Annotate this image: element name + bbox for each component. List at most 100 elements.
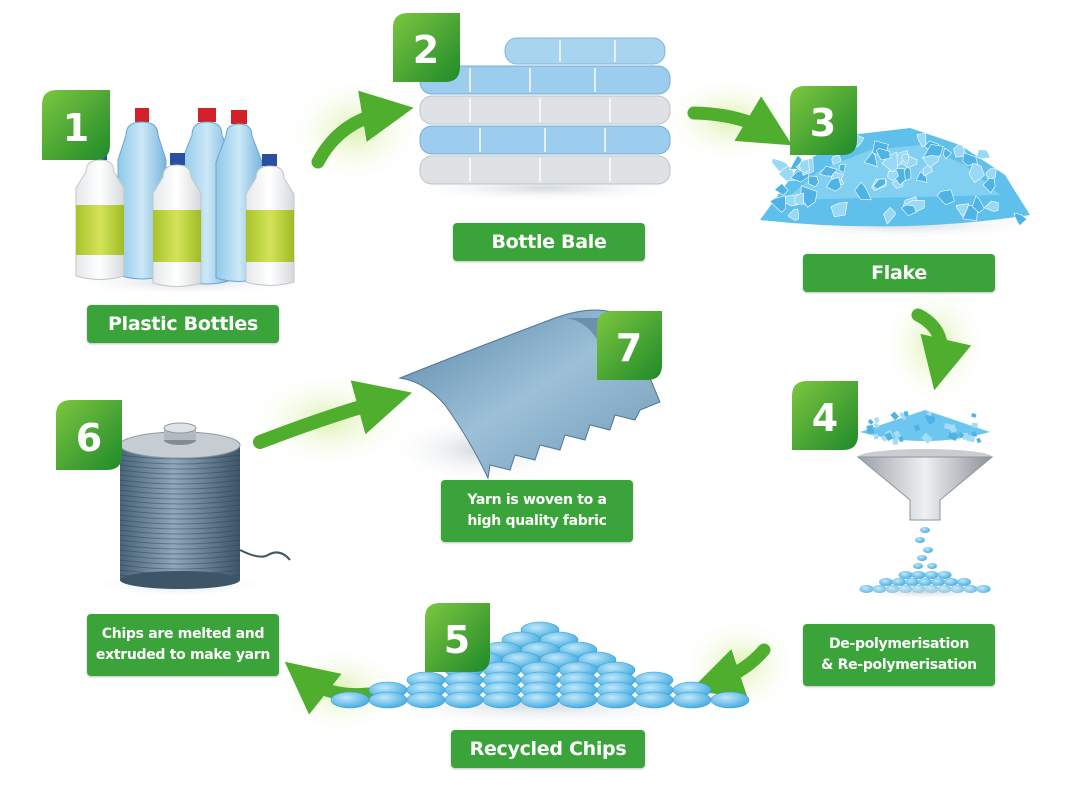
yarn-winding <box>119 554 241 560</box>
yarn-winding <box>119 499 241 505</box>
chip <box>923 547 933 553</box>
flake-shard <box>943 423 952 430</box>
flake-shard <box>936 189 955 206</box>
yarn-winding <box>119 469 241 475</box>
yarn-winding <box>119 539 241 545</box>
chip <box>596 691 636 709</box>
bottle-bale-illustration <box>395 37 695 202</box>
chip <box>406 691 446 709</box>
chip <box>917 555 927 561</box>
flake-shard <box>962 432 969 440</box>
chip <box>520 691 560 709</box>
yarn-winding <box>119 459 241 465</box>
yarn-winding <box>119 529 241 535</box>
flake-shard <box>787 208 800 222</box>
label-chips-melted: Chips are melted and extruded to make ya… <box>87 614 279 676</box>
flake-shard <box>800 185 818 208</box>
arrow-6-to-7 <box>253 380 413 449</box>
step-2-number: 2 <box>413 28 439 72</box>
chip <box>905 578 919 586</box>
flake-shard <box>771 157 790 173</box>
flake-shard <box>774 183 789 196</box>
step-4-leaf-icon: 4 <box>792 381 858 450</box>
flake-shard <box>976 437 982 444</box>
label-depolymerisation-line-1: De-polymerisation <box>828 636 970 652</box>
chip <box>558 691 598 709</box>
chip <box>911 571 926 579</box>
flake-shard <box>769 195 787 213</box>
chip <box>330 691 370 709</box>
flake-shard <box>854 181 872 201</box>
flake-shard <box>958 432 965 438</box>
label-plastic-bottles: Plastic Bottles <box>87 305 279 343</box>
plastic-bottles-illustration <box>60 108 310 296</box>
yarn-winding <box>119 484 241 490</box>
flake-shard <box>899 412 906 418</box>
yarn-winding <box>119 509 241 515</box>
flake-shard <box>955 203 970 218</box>
flake-shard <box>881 151 899 173</box>
flake-shard <box>983 200 999 212</box>
yarn-winding <box>119 464 241 470</box>
chip <box>927 563 937 569</box>
flake-shard <box>953 143 967 158</box>
flake-shard <box>825 176 842 192</box>
yarn-winding <box>119 559 241 565</box>
yarn-winding <box>119 479 241 485</box>
flake-shard <box>884 432 893 441</box>
chip <box>924 571 939 579</box>
label-yarn-woven: Yarn is woven to a high quality fabric <box>441 480 633 542</box>
flake-shard <box>971 413 977 418</box>
yarn-winding <box>119 474 241 480</box>
step-5-leaf-icon: 5 <box>425 603 490 672</box>
chip <box>913 563 923 569</box>
arrow-1-to-2 <box>311 90 414 169</box>
label-depolymerisation: De-polymerisation & Re-polymerisation <box>803 624 995 686</box>
flake-shard <box>913 424 921 432</box>
step-1-number: 1 <box>63 106 89 150</box>
label-bottle-bale: Bottle Bale <box>453 223 645 261</box>
flake-shard <box>947 431 959 442</box>
flake-shard <box>916 132 927 148</box>
funnel-illustration <box>850 410 1000 600</box>
step-5-number: 5 <box>444 618 470 662</box>
chip <box>892 578 906 586</box>
flake-shard <box>900 153 910 164</box>
arrow-3-to-4 <box>911 308 972 391</box>
yarn-winding <box>119 494 241 500</box>
label-flake: Flake <box>803 254 995 292</box>
yarn-spool-illustration <box>90 422 291 597</box>
flake-shard <box>876 147 891 161</box>
chip <box>444 691 484 709</box>
step-1-leaf-icon: 1 <box>42 90 110 160</box>
flake-shard <box>898 436 904 442</box>
flake-shard <box>808 175 819 188</box>
label-recycled-chips: Recycled Chips <box>451 730 645 768</box>
step-7-number: 7 <box>616 326 642 370</box>
flake-shard <box>867 418 874 425</box>
flake-shard <box>798 158 810 174</box>
yarn-winding <box>119 454 241 460</box>
yarn-winding <box>119 519 241 525</box>
flake-shard <box>968 162 985 184</box>
yarn-winding <box>119 544 241 550</box>
arrow-2-to-3 <box>687 96 793 146</box>
step-6-leaf-icon: 6 <box>56 400 122 470</box>
flake-shard <box>915 171 928 184</box>
flake-shard <box>873 422 880 429</box>
flake-shard <box>883 207 896 225</box>
flake-shard <box>971 422 978 429</box>
chip <box>898 571 913 579</box>
chip <box>368 691 408 709</box>
flake-shard <box>887 170 899 182</box>
step-3-leaf-icon: 3 <box>790 86 857 155</box>
label-yarn-woven-line-1: Yarn is woven to a <box>467 492 607 508</box>
flake-shard <box>874 417 880 423</box>
flake-shard <box>881 435 888 442</box>
flake-shard <box>873 433 879 440</box>
chip <box>672 691 712 709</box>
flake-shard <box>976 149 991 160</box>
flake-shard <box>921 432 933 444</box>
chip <box>879 578 893 586</box>
chip <box>944 578 958 586</box>
